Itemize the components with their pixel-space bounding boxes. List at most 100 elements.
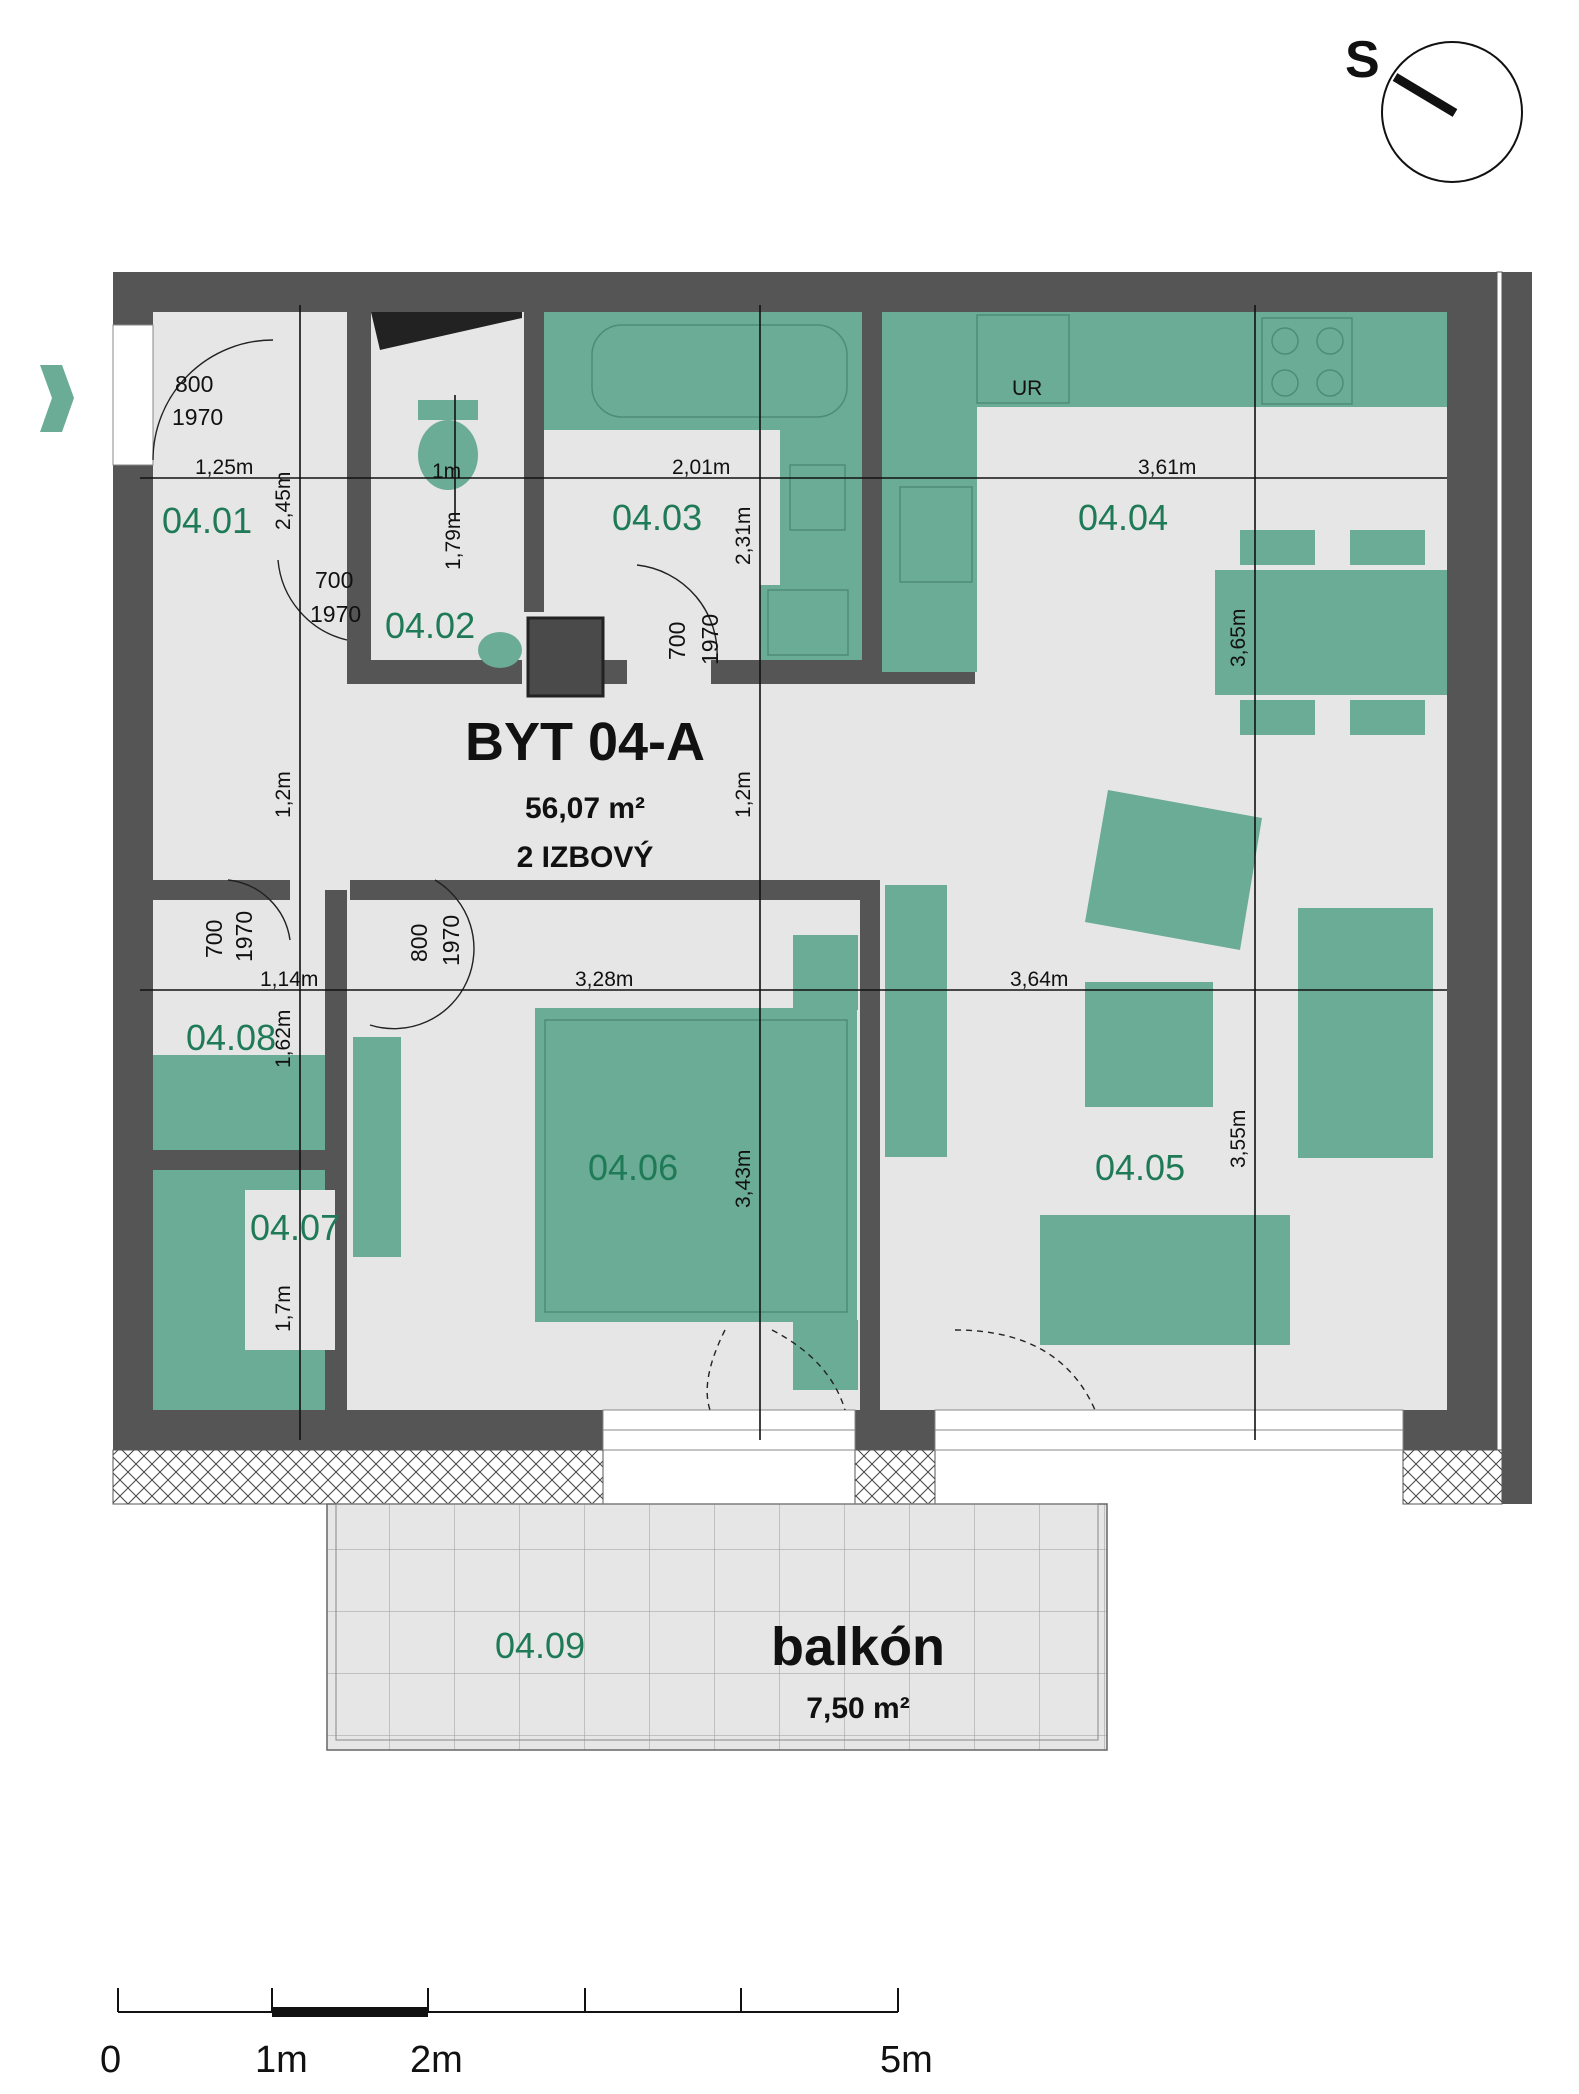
tv-unit [885,885,947,1157]
door-swing-bath [636,564,718,661]
dim-125: 1,25m [195,456,253,479]
door-swing-balcony-3 [954,1329,1096,1411]
wardrobe [353,1037,401,1257]
chair [1350,700,1425,735]
scale-label-5m: 5m [880,2039,933,2081]
scale-label-0: 0 [100,2039,121,2081]
door-closet-height: 1970 [231,911,257,962]
chair [1240,700,1315,735]
sofa [1040,1215,1290,1345]
sofa-side [1298,908,1433,1158]
outer-walls [113,271,1532,1504]
shaft [526,616,605,698]
scale-label-1m: 1m [255,2039,308,2081]
windows [112,324,1404,1451]
door-entry-width: 800 [175,371,213,397]
toilet-icon [418,420,478,490]
dim-355: 3,55m [1227,1110,1250,1168]
dining-set [1215,530,1447,735]
nightstand [793,1320,858,1390]
kitchen-counter-side [882,407,977,672]
dim-179: 1,79m [442,512,465,570]
door-swing-balcony-1 [706,1329,726,1411]
room-label-0408: 04.08 [186,1017,276,1058]
room-label-0403: 04.03 [612,497,702,538]
stair-detail [371,312,522,350]
door-wc-width: 700 [315,567,353,593]
bed-icon [535,1008,857,1322]
kitchen-counter-top [882,312,1447,407]
door-wc-height: 1970 [310,601,361,627]
room-label-0405: 04.05 [1095,1147,1185,1188]
dim-12-left: 1,2m [272,771,295,818]
storage-fixtures [153,1055,335,1410]
door-swing-entry [152,339,274,461]
scale-bar: 0 1m 2m 5m [100,1988,933,2081]
dimension-labels: 1,25m 1m 2,01m 3,61m 2,45m 1,79m 2,31m 3… [195,456,1250,1332]
dim-231: 2,31m [732,507,755,565]
armchair-icon [1085,790,1262,950]
bedroom-furniture [353,935,858,1390]
dim-328: 3,28m [575,968,633,991]
room-labels: 04.01 04.02 04.03 04.04 04.05 04.06 04.0… [162,497,1185,1666]
chair [1240,530,1315,565]
dim-162: 1,62m [272,1010,295,1068]
apartment-title: BYT 04-A [465,712,705,772]
nightstand [793,935,858,1010]
shelving-icon [153,1055,325,1150]
wc-sink-icon [478,632,522,668]
kitchen-fixtures: UR [882,312,1447,672]
compass-needle [1392,73,1458,117]
fridge-icon [976,314,1070,404]
door-entry-height: 1970 [172,404,223,430]
kitchen-sink-icon [899,486,973,583]
dim-245: 2,45m [272,472,295,530]
apartment-title: BYT 04-A 56,07 m² 2 IZBOVÝ balkón 7,50 m… [465,712,945,1725]
door-swing-closet [227,879,291,941]
bathtub-icon [544,312,862,430]
room-label-0406: 04.06 [588,1147,678,1188]
compass-letter: S [1345,31,1380,89]
room-label-0401: 04.01 [162,500,252,541]
interior-walls [150,312,975,1410]
compass: S [1345,31,1523,183]
door-swing-balcony-2 [771,1329,846,1411]
dim-364: 3,64m [1010,968,1068,991]
cooktop-icon [1261,317,1353,405]
dim-343: 3,43m [732,1150,755,1208]
dimension-lines [140,305,1447,1440]
dim-1m: 1m [432,460,461,483]
room-label-0407: 04.07 [250,1207,340,1248]
dim-17: 1,7m [272,1285,295,1332]
chair [1350,530,1425,565]
parapet-hatch [112,1449,1503,1505]
balcony-area: 7,50 m² [806,1692,909,1725]
living-furniture [885,790,1433,1345]
dim-361: 3,61m [1138,456,1196,479]
door-bath-height: 1970 [697,614,723,665]
door-bed-height: 1970 [438,915,464,966]
dim-114: 1,14m [260,968,318,991]
door-bath-width: 700 [664,622,690,660]
dining-table [1215,570,1447,695]
coffee-table [1085,982,1213,1107]
compass-circle [1381,41,1523,183]
balcony [326,1503,1108,1751]
door-bed-width: 800 [406,924,432,962]
kitchen-unit-label: UR [1012,377,1042,400]
door-labels: 800 1970 700 1970 700 1970 700 1970 800 … [172,371,723,966]
dim-12-right: 1,2m [732,771,755,818]
door-swing-bedroom [369,879,475,1030]
door-closet-width: 700 [201,920,227,958]
balcony-title: balkón [771,1617,945,1677]
dim-201: 2,01m [672,456,730,479]
scale-label-2m: 2m [410,2039,463,2081]
room-label-0402: 04.02 [385,605,475,646]
washer-icon [760,585,862,660]
room-label-0409: 04.09 [495,1625,585,1666]
bathroom-fixtures [371,312,862,698]
apartment-area: 56,07 m² [525,792,645,825]
dim-365: 3,65m [1227,609,1250,667]
apartment-type: 2 IZBOVÝ [517,840,654,874]
